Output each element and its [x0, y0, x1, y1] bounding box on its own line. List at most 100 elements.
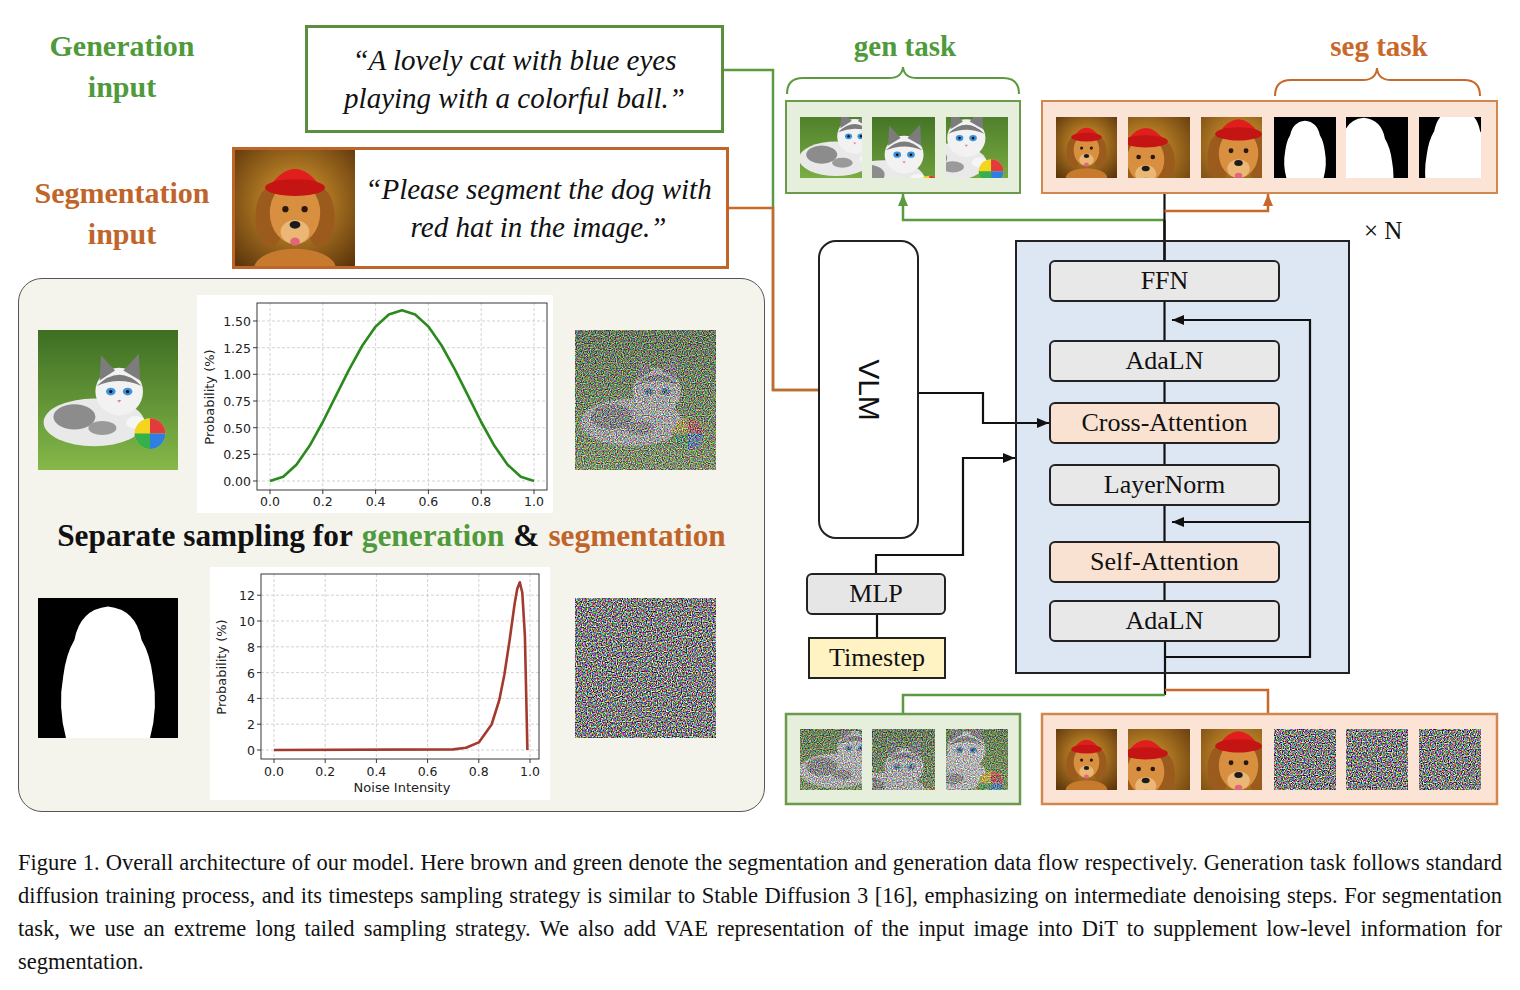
- prompt-box: “Please segment the dog with red hat in …: [232, 147, 729, 269]
- tick-label: 1.0: [520, 764, 540, 779]
- segmentation-output-images: [1409, 103, 1504, 197]
- connector-line: [1163, 506, 1165, 541]
- generation-timestep-chart: [253, 321, 534, 494]
- sampling-panel: Separate sampling forgeneration&segmenta…: [18, 278, 765, 812]
- input-wires: [1164, 641, 1166, 695]
- axis-label: Probability (%): [214, 619, 230, 714]
- noisy-generation-inputs: [872, 729, 935, 790]
- tick-label: 0.0: [264, 764, 284, 779]
- segmentation-output-images: [1056, 103, 1505, 214]
- segmentation-input-image: [232, 147, 729, 287]
- input-wires: [903, 695, 1165, 713]
- noisy-cat-image: [575, 330, 716, 470]
- segmentation-inputs: [1346, 729, 1408, 790]
- input-boxes: [786, 714, 1020, 804]
- segmentation-timestep-chart: [261, 574, 539, 759]
- generation-timestep-chart: [257, 303, 547, 490]
- tick-label: 0.0: [260, 494, 280, 509]
- tick-label: 1.0: [524, 494, 544, 509]
- connector-line: [1163, 194, 1165, 260]
- segmentation-inputs: [1192, 715, 1286, 824]
- noisy-generation-inputs: [946, 729, 1008, 790]
- box-label: LayerNorm: [1104, 470, 1225, 500]
- layer-box: Cross-Attention: [1049, 402, 1280, 444]
- tick-label: 0.4: [366, 764, 386, 779]
- tick-label: 4: [247, 691, 255, 706]
- task-brackets: [787, 67, 1019, 94]
- clean-cat-image: [38, 330, 178, 470]
- connector: [1164, 382, 1165, 402]
- input-wires: [1165, 690, 1268, 713]
- layer-box: FFN: [1049, 260, 1280, 302]
- clean-cat-image: [38, 330, 178, 470]
- segmentation-output-images: [1101, 113, 1190, 214]
- task-heading: gen task: [854, 28, 956, 64]
- segmentation-output-images: [1319, 113, 1408, 200]
- box-label: Timestep: [829, 643, 925, 673]
- noise-image: [575, 598, 716, 738]
- tick-label: 6: [247, 665, 255, 680]
- clean-cat-image: [38, 330, 178, 470]
- segmentation-output-images: [1319, 113, 1408, 200]
- prompt-box: “A lovely cat with blue eyes playing wit…: [305, 25, 724, 133]
- connector: [1165, 194, 1269, 260]
- panel-heading: generation: [362, 515, 505, 557]
- segmentation-output-images: [1274, 117, 1336, 178]
- task-brackets: [1275, 68, 1480, 96]
- segmentation-output-images: [1409, 103, 1504, 197]
- box-label: AdaLN: [1126, 606, 1204, 636]
- connector-line: [1165, 194, 1269, 211]
- segmentation-output-images: [1192, 103, 1286, 212]
- segmentation-inputs: [1101, 725, 1190, 826]
- connector: [919, 393, 1049, 423]
- vlm-box: VLM: [818, 240, 919, 539]
- tick-label: 0.2: [315, 764, 335, 779]
- tick-label: 0.75: [223, 393, 251, 408]
- dit-block-ground: [1015, 240, 1350, 674]
- vlm-label: VLM: [852, 359, 886, 421]
- box-label: FFN: [1141, 266, 1189, 296]
- tick-label: 0.50: [223, 420, 251, 435]
- connector: [1164, 444, 1165, 464]
- segmentation-output-images: [1192, 103, 1286, 212]
- layer-box: AdaLN: [1049, 340, 1280, 382]
- mask-image: [38, 598, 178, 738]
- generated-images: [901, 89, 1014, 200]
- tick-label: 0.8: [469, 764, 489, 779]
- dit-block-ground: [1015, 240, 1350, 674]
- box-label: Self-Attention: [1090, 547, 1239, 577]
- tick-label: 0.25: [223, 447, 251, 462]
- task-brackets: [787, 67, 1480, 96]
- tick-label: 1.00: [223, 367, 251, 382]
- connector-line: [1163, 382, 1165, 402]
- tick-label: 0.4: [366, 494, 386, 509]
- panel-heading: Separate sampling for: [57, 515, 353, 557]
- segmentation-output-images: [1056, 117, 1117, 188]
- connector-line: [903, 194, 1165, 220]
- box-label: AdaLN: [1126, 346, 1204, 376]
- segmentation-timestep-chart: [210, 567, 550, 800]
- segmentation-inputs: [1419, 729, 1481, 790]
- prompt-text: “Please segment the dog with red hat in …: [357, 170, 720, 246]
- segmentation-timestep-chart: [274, 582, 527, 750]
- generated-images: [901, 89, 1014, 200]
- input-boxes: [1042, 714, 1497, 804]
- segmentation-timestep-chart: [261, 574, 539, 759]
- mlp-box: MLP: [806, 573, 946, 615]
- segmentation-timestep-chart: [257, 595, 530, 763]
- connector-line: [1163, 302, 1165, 340]
- tick-label: 0: [247, 743, 255, 758]
- repeat-label: × N: [1364, 214, 1402, 248]
- connector: [729, 208, 818, 390]
- generated-images: [838, 106, 953, 217]
- connector-line: [876, 615, 878, 637]
- input-wires: [903, 641, 1268, 713]
- segmentation-inputs: [1056, 715, 1481, 826]
- sampling-panel-ground: [19, 279, 765, 812]
- timestep-box: Timestep: [808, 637, 946, 679]
- tick-label: 2: [247, 717, 255, 732]
- connector: [724, 70, 818, 390]
- axis-label: Probability (%): [202, 349, 218, 444]
- layer-box: Self-Attention: [1049, 541, 1280, 583]
